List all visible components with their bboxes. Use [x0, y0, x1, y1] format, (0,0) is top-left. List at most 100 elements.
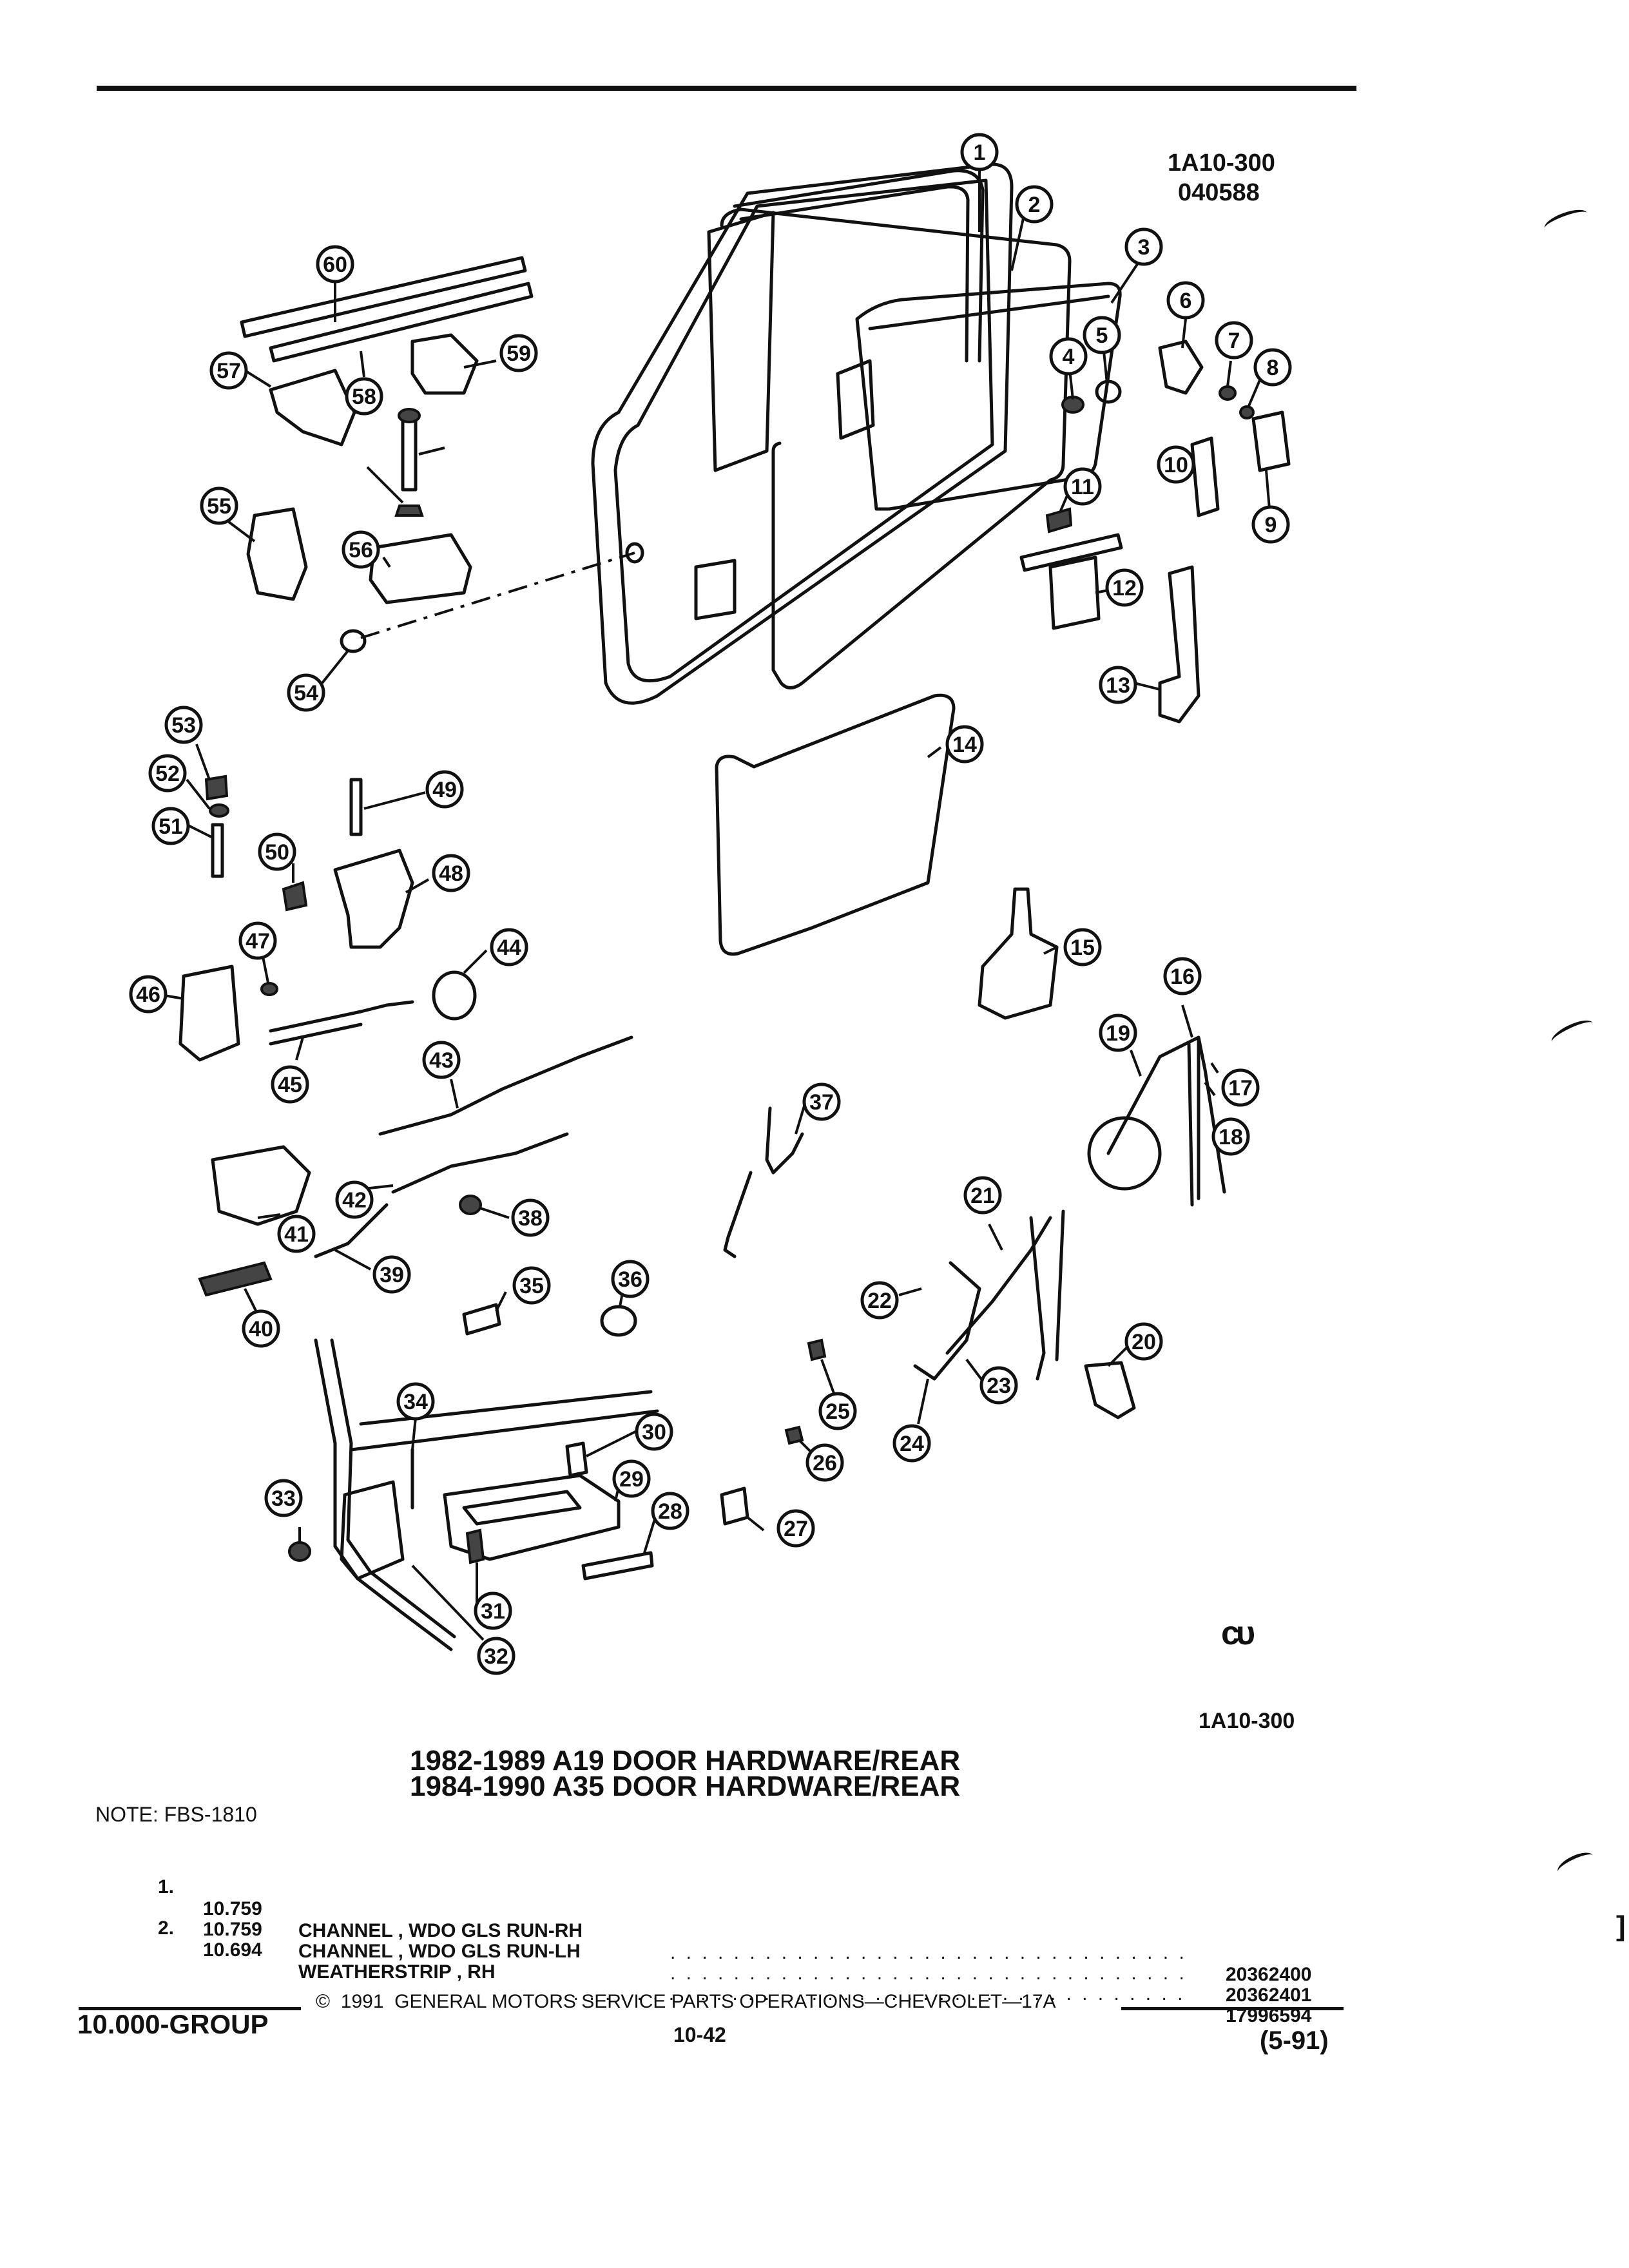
callout-number: 57 — [217, 359, 241, 383]
callout-23: 23 — [979, 1366, 1018, 1405]
callout-number: 52 — [155, 762, 180, 786]
callout-number: 46 — [136, 983, 160, 1007]
rod-37 — [723, 1106, 804, 1258]
callout-40: 40 — [242, 1309, 280, 1348]
callout-circle — [1083, 316, 1121, 354]
callout-number: 17 — [1228, 1076, 1253, 1100]
callout-20: 20 — [1124, 1322, 1163, 1361]
nut-52 — [394, 505, 424, 517]
trim-panel-14 — [715, 693, 956, 956]
callout-number: 58 — [352, 385, 376, 409]
hinge-55 — [246, 507, 308, 601]
callout-number: 51 — [159, 814, 183, 839]
callout-number: 21 — [970, 1184, 995, 1208]
callout-number: 14 — [952, 733, 977, 757]
callout-circle — [1049, 337, 1088, 376]
callout-50: 50 — [258, 832, 296, 871]
callout-12: 12 — [1105, 568, 1144, 607]
callout-number: 18 — [1219, 1125, 1243, 1149]
callout-number: 48 — [439, 861, 463, 886]
callout-29: 29 — [612, 1459, 651, 1498]
latch-41 — [211, 1145, 311, 1226]
callout-circle — [960, 133, 999, 171]
callout-number: 49 — [432, 778, 457, 802]
callout-number: 15 — [1070, 936, 1095, 960]
callout-number: 7 — [1228, 329, 1240, 353]
callout-number: 16 — [1170, 965, 1195, 989]
clip-35 — [462, 1303, 501, 1336]
weatherstrip — [720, 207, 1072, 689]
callout-circle — [477, 1637, 516, 1675]
guide-10 — [1190, 436, 1220, 517]
callout-number: 54 — [294, 681, 318, 706]
callout-number: 44 — [497, 936, 521, 960]
rod-39 — [314, 1203, 389, 1258]
callout-circle — [151, 807, 190, 845]
callout-circle — [200, 486, 238, 525]
callout-32: 32 — [477, 1637, 516, 1675]
callout-number: 35 — [519, 1274, 544, 1298]
callout-circle — [776, 1509, 815, 1548]
callout-35: 35 — [512, 1266, 551, 1305]
callout-circle — [209, 351, 248, 390]
callout-number: 39 — [380, 1263, 404, 1287]
callout-circle — [372, 1255, 411, 1294]
callout-number: 37 — [809, 1090, 834, 1115]
glass-run-channel — [733, 169, 985, 363]
callout-6: 6 — [1166, 281, 1205, 320]
callout-number: 32 — [484, 1644, 508, 1669]
parts-item-code: 10.694 — [203, 1939, 262, 1961]
regulator-lower — [913, 1209, 1065, 1381]
callout-number: 6 — [1180, 289, 1192, 313]
top-rule — [97, 86, 1356, 91]
door-shell — [591, 162, 1014, 705]
callout-number: 9 — [1265, 513, 1277, 537]
callout-circle — [512, 1266, 551, 1305]
callout-circle — [242, 1309, 280, 1348]
callout-24: 24 — [892, 1424, 931, 1463]
callout-circle — [611, 1260, 650, 1298]
grommet-44 — [432, 970, 477, 1021]
bracket-59 — [410, 333, 479, 395]
callout-7: 7 — [1215, 321, 1253, 360]
callout-circle — [860, 1281, 899, 1320]
figure-ref-number: 040588 — [1178, 179, 1260, 206]
callout-number: 50 — [265, 840, 289, 865]
bracket-48 — [333, 849, 414, 949]
handle-40 — [198, 1261, 273, 1297]
callout-number: 24 — [900, 1432, 924, 1456]
callout-number: 23 — [987, 1374, 1011, 1398]
callout-circle — [396, 1382, 435, 1421]
parts-item-number: 1. — [157, 1876, 174, 1898]
callout-10: 10 — [1157, 445, 1195, 484]
callout-9: 9 — [1251, 505, 1290, 544]
callout-11: 11 — [1063, 467, 1102, 506]
callout-60: 60 — [316, 245, 354, 284]
callout-circle — [148, 754, 187, 793]
brand-mark: ᴄᴜ — [1221, 1615, 1255, 1652]
callout-number: 36 — [618, 1267, 642, 1292]
callout-16: 16 — [1163, 957, 1202, 995]
callout-1: 1 — [960, 133, 999, 171]
switch-15 — [978, 887, 1059, 1020]
callout-circle — [1105, 568, 1144, 607]
callout-8: 8 — [1253, 348, 1292, 387]
callout-circle — [345, 377, 383, 416]
callout-number: 47 — [246, 929, 270, 954]
footer-page-number: 10-42 — [673, 2023, 726, 2046]
callout-43: 43 — [422, 1041, 461, 1079]
callout-number: 40 — [249, 1317, 273, 1341]
callout-circle — [1124, 227, 1163, 266]
washer-5 — [1095, 380, 1122, 404]
callout-33: 33 — [264, 1479, 303, 1517]
callout-circle — [805, 1443, 844, 1482]
dot-leader: . . . . . . . . . . . . . . . . . . . . … — [557, 1983, 1186, 2004]
callout-circle — [1166, 281, 1205, 320]
screw-26 — [784, 1425, 804, 1445]
callout-54: 54 — [287, 673, 325, 712]
callout-circle — [499, 334, 538, 372]
bracket-6 — [1158, 340, 1204, 395]
rod-51 — [211, 823, 224, 878]
dot-leader: . . . . . . . . . . . . . . . . . . . . … — [670, 1963, 1184, 1984]
